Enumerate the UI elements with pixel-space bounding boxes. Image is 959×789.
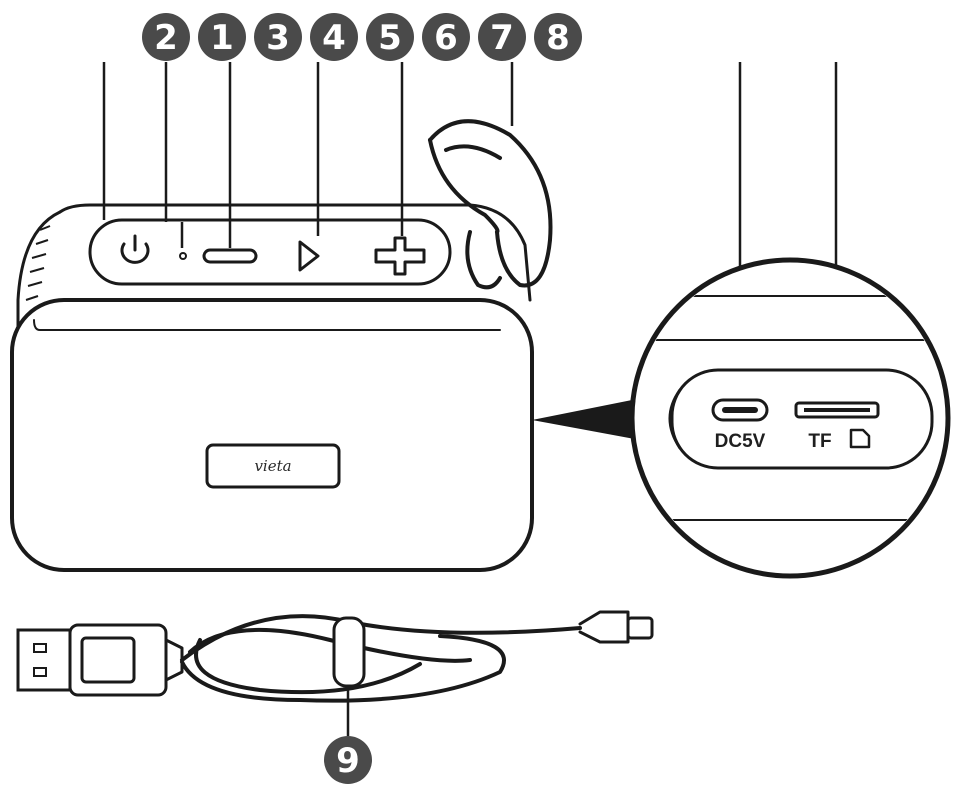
- callout-4: 4: [310, 13, 358, 61]
- play-icon: [298, 240, 320, 272]
- callout-badges: 2 1 3 4 5 6 7 8: [142, 13, 582, 784]
- svg-text:1: 1: [210, 18, 234, 58]
- usb-port-label: DC5V: [715, 431, 766, 452]
- minus-icon: [202, 248, 258, 264]
- led-indicator: [179, 252, 187, 260]
- grille-texture: [25, 225, 51, 301]
- svg-text:6: 6: [434, 18, 458, 58]
- usb-c-port[interactable]: DC5V: [711, 398, 769, 452]
- svg-text:9: 9: [336, 741, 360, 781]
- control-panel: [88, 218, 452, 286]
- callout-6: 6: [422, 13, 470, 61]
- volume-up-button[interactable]: [374, 236, 426, 276]
- ports-zoom-inset: DC5V TF: [532, 257, 951, 579]
- cable-tie: [332, 616, 366, 688]
- speaker-front: [10, 298, 534, 572]
- brand-logo: vieta: [205, 443, 341, 489]
- svg-text:4: 4: [322, 18, 346, 58]
- play-pause-button[interactable]: [298, 240, 320, 272]
- svg-text:5: 5: [378, 18, 402, 58]
- carry-strap[interactable]: [428, 119, 553, 290]
- callout-1: 1: [198, 13, 246, 61]
- power-icon: [120, 234, 150, 264]
- svg-text:2: 2: [154, 18, 178, 58]
- power-button[interactable]: [120, 234, 150, 264]
- svg-text:8: 8: [546, 18, 570, 58]
- callout-7: 7: [478, 13, 526, 61]
- plus-icon: [374, 236, 426, 276]
- usb-charging-cable: [16, 610, 654, 736]
- speaker: vieta: [10, 119, 553, 572]
- speaker-grille-side: [16, 210, 62, 507]
- callout-8: 8: [534, 13, 582, 61]
- usb-plug-icon: [16, 623, 184, 697]
- svg-text:7: 7: [490, 18, 514, 58]
- speaker-front-inner: [33, 319, 501, 331]
- callout-9: 9: [324, 736, 372, 784]
- svg-text:3: 3: [266, 18, 290, 58]
- callout-3: 3: [254, 13, 302, 61]
- sd-card-icon: [849, 428, 871, 449]
- logo-text: vieta: [254, 457, 291, 475]
- tf-slot-label: TF: [808, 431, 831, 452]
- zoom-pointer: [532, 400, 640, 440]
- tf-card-slot[interactable]: TF: [794, 401, 880, 452]
- callout-5: 5: [366, 13, 414, 61]
- volume-down-button[interactable]: [202, 248, 258, 264]
- callout-2: 2: [142, 13, 190, 61]
